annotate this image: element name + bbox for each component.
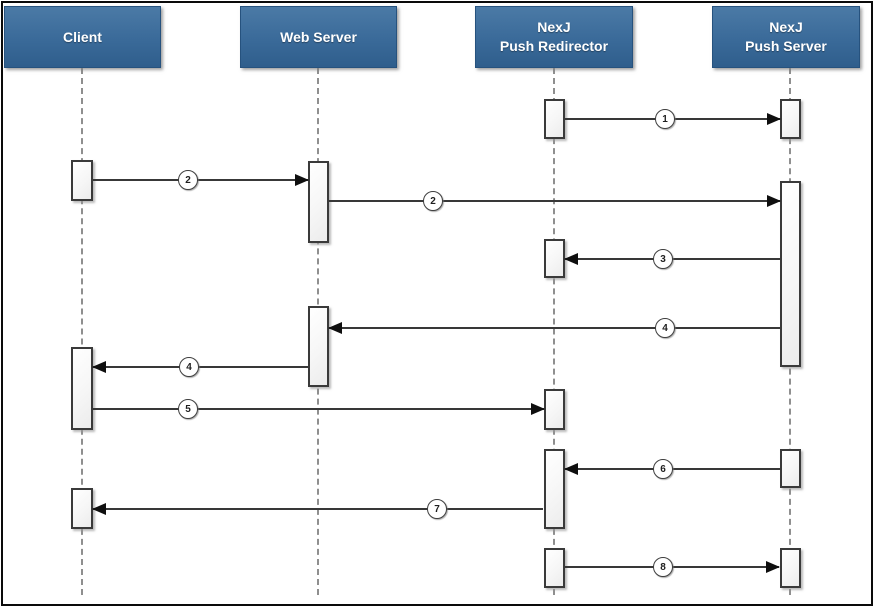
message-arrow-6: 6 [564,459,780,479]
message-label-4a: 4 [655,318,675,338]
activation-push-redirector-1 [544,99,565,139]
message-arrow-2b: 2 [329,191,781,211]
message-arrow-3: 3 [564,249,780,269]
activation-client-3 [71,488,93,529]
activation-push-redirector-4 [544,449,565,529]
activation-web-server-1 [308,161,329,243]
activation-push-server-4 [780,548,801,588]
lifeline-push-redirector [553,68,555,595]
message-arrow-5: 5 [93,399,545,419]
activation-push-redirector-3 [544,389,565,430]
message-arrow-4b: 4 [92,357,308,377]
message-arrow-1: 1 [565,109,781,129]
activation-push-server-1 [780,99,801,139]
arrowhead-right-icon [767,113,781,125]
message-arrow-7: 7 [92,499,543,519]
message-label-1: 1 [655,109,675,129]
lifeline-client [81,68,83,595]
message-label-7: 7 [427,499,447,519]
arrowhead-right-icon [767,195,781,207]
message-arrow-4a: 4 [328,318,780,338]
activation-push-redirector-2 [544,239,565,278]
arrowhead-right-icon [295,174,309,186]
activation-push-redirector-5 [544,548,565,588]
actor-web-server: Web Server [240,6,397,68]
arrowhead-right-icon [766,561,780,573]
arrowhead-left-icon [328,322,342,334]
activation-client-2 [71,347,93,430]
activation-push-server-2 [780,181,801,367]
message-label-6: 6 [653,459,673,479]
message-label-8: 8 [653,557,673,577]
message-label-4b: 4 [179,357,199,377]
message-label-2b: 2 [423,191,443,211]
arrowhead-left-icon [92,503,106,515]
message-arrow-8: 8 [565,557,780,577]
message-label-5: 5 [178,399,198,419]
arrowhead-left-icon [92,361,106,373]
activation-push-server-3 [780,449,801,488]
activation-web-server-2 [308,306,329,387]
message-arrow-2a: 2 [93,170,309,190]
actor-push-redirector: NexJ Push Redirector [475,6,633,68]
message-label-3: 3 [653,249,673,269]
arrowhead-left-icon [564,253,578,265]
arrowhead-left-icon [564,463,578,475]
arrowhead-right-icon [531,403,545,415]
actor-client: Client [4,6,161,68]
message-label-2a: 2 [178,170,198,190]
activation-client-1 [71,160,93,201]
actor-push-server: NexJ Push Server [712,6,860,68]
